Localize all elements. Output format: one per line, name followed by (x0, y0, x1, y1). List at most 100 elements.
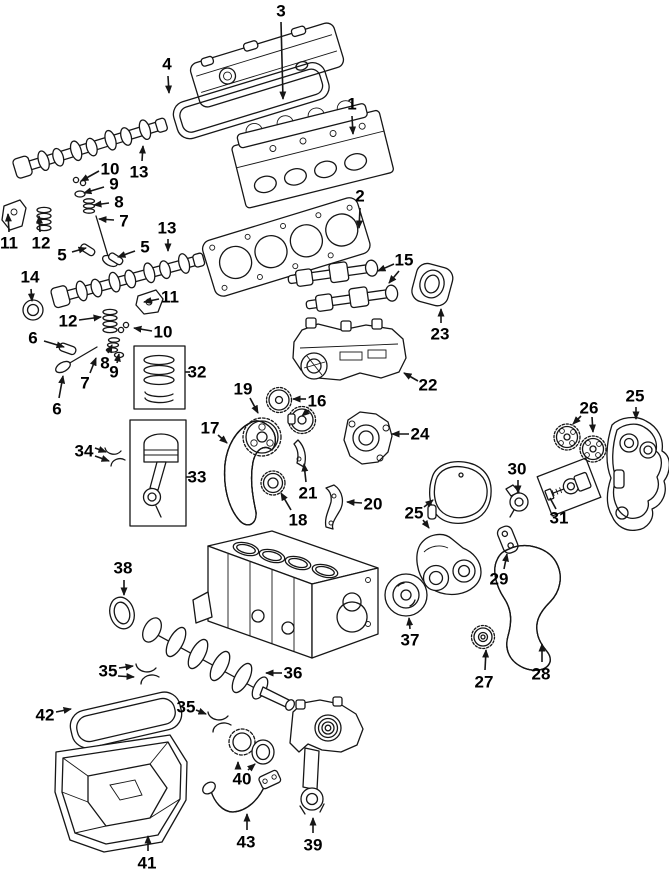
callout-19[interactable]: 19 (234, 380, 259, 414)
callout-number[interactable]: 23 (431, 325, 450, 344)
callout-number[interactable]: 13 (130, 163, 149, 182)
callout-25[interactable]: 25 (405, 499, 434, 529)
callout-number[interactable]: 27 (475, 673, 494, 692)
callout-number[interactable]: 29 (490, 570, 509, 589)
callout-number[interactable]: 5 (57, 246, 66, 265)
callout-number[interactable]: 8 (114, 193, 123, 212)
callout-number[interactable]: 25 (626, 387, 645, 406)
callout-13[interactable]: 13 (130, 145, 149, 182)
callout-7[interactable]: 7 (98, 212, 129, 231)
callout-number[interactable]: 7 (119, 212, 128, 231)
callout-number[interactable]: 31 (550, 509, 569, 528)
callout-number[interactable]: 35 (177, 698, 196, 717)
callout-10[interactable]: 10 (133, 323, 173, 342)
callout-number[interactable]: 1 (347, 95, 356, 114)
callout-32[interactable]: 32 (185, 363, 206, 382)
callout-number[interactable]: 35 (99, 662, 118, 681)
callout-5[interactable]: 5 (117, 238, 150, 258)
callout-30[interactable]: 30 (508, 460, 527, 494)
callout-number[interactable]: 19 (234, 380, 253, 399)
callout-1[interactable]: 1 (347, 95, 357, 135)
callout-15[interactable]: 15 (377, 251, 414, 284)
callout-number[interactable]: 25 (405, 504, 424, 523)
callout-29[interactable]: 29 (490, 553, 509, 589)
callout-number[interactable]: 16 (308, 392, 327, 411)
callout-14[interactable]: 14 (21, 268, 40, 302)
callout-number[interactable]: 28 (532, 665, 551, 684)
callout-16[interactable]: 16 (292, 392, 327, 417)
callout-number[interactable]: 15 (395, 251, 414, 270)
callout-41[interactable]: 41 (138, 835, 157, 873)
callout-number[interactable]: 5 (140, 238, 149, 257)
callout-34[interactable]: 34 (75, 442, 110, 462)
callout-2[interactable]: 2 (355, 187, 365, 229)
callout-number[interactable]: 38 (114, 559, 133, 578)
callout-8[interactable]: 8 (100, 344, 113, 373)
callout-11[interactable]: 11 (0, 213, 18, 253)
callout-number[interactable]: 34 (75, 442, 94, 461)
callout-number[interactable]: 40 (233, 770, 252, 789)
callout-13[interactable]: 13 (158, 219, 177, 252)
callout-number[interactable]: 9 (109, 175, 118, 194)
callout-number[interactable]: 39 (304, 836, 323, 855)
callout-number[interactable]: 33 (188, 468, 207, 487)
callout-25[interactable]: 25 (626, 387, 645, 420)
callout-20[interactable]: 20 (346, 495, 383, 514)
callout-number[interactable]: 12 (59, 312, 78, 331)
callout-43[interactable]: 43 (237, 813, 256, 852)
callout-number[interactable]: 4 (162, 55, 172, 74)
callout-number[interactable]: 8 (100, 354, 109, 373)
callout-42[interactable]: 42 (36, 706, 72, 725)
callout-31[interactable]: 31 (549, 497, 569, 528)
callout-9[interactable]: 9 (109, 353, 121, 382)
callout-5[interactable]: 5 (57, 246, 87, 265)
callout-36[interactable]: 36 (265, 664, 303, 683)
callout-17[interactable]: 17 (201, 419, 228, 444)
callout-number[interactable]: 3 (276, 2, 285, 21)
callout-7[interactable]: 7 (80, 357, 97, 393)
callout-number[interactable]: 41 (138, 854, 157, 873)
callout-number[interactable]: 11 (161, 288, 179, 307)
callout-number[interactable]: 22 (419, 376, 438, 395)
callout-33[interactable]: 33 (186, 468, 206, 487)
callout-37[interactable]: 37 (401, 617, 420, 650)
callout-39[interactable]: 39 (304, 817, 323, 855)
callout-21[interactable]: 21 (299, 463, 318, 503)
callout-number[interactable]: 11 (0, 234, 18, 253)
callout-number[interactable]: 24 (411, 425, 430, 444)
callout-number[interactable]: 14 (21, 268, 40, 287)
callout-27[interactable]: 27 (475, 649, 494, 692)
callout-40[interactable]: 40 (233, 761, 256, 789)
callout-9[interactable]: 9 (83, 175, 119, 195)
callout-number[interactable]: 18 (289, 511, 308, 530)
callout-number[interactable]: 7 (80, 374, 89, 393)
callout-number[interactable]: 12 (32, 234, 51, 253)
callout-28[interactable]: 28 (532, 643, 551, 684)
callout-35[interactable]: 35 (177, 698, 207, 717)
callout-number[interactable]: 6 (52, 400, 61, 419)
callout-number[interactable]: 32 (188, 363, 207, 382)
callout-number[interactable]: 20 (364, 495, 383, 514)
callout-6[interactable]: 6 (28, 329, 65, 349)
callout-3[interactable]: 3 (276, 2, 287, 100)
callout-number[interactable]: 10 (154, 323, 173, 342)
callout-number[interactable]: 17 (201, 419, 220, 438)
callout-number[interactable]: 21 (299, 484, 318, 503)
callout-35[interactable]: 35 (99, 662, 135, 681)
callout-number[interactable]: 10 (101, 160, 120, 179)
callout-4[interactable]: 4 (162, 55, 172, 94)
callout-18[interactable]: 18 (280, 492, 308, 530)
callout-26[interactable]: 26 (572, 399, 599, 433)
callout-number[interactable]: 6 (28, 329, 37, 348)
callout-number[interactable]: 36 (284, 664, 303, 683)
callout-6[interactable]: 6 (52, 375, 66, 419)
callout-number[interactable]: 43 (237, 833, 256, 852)
callout-number[interactable]: 26 (580, 399, 599, 418)
callout-38[interactable]: 38 (114, 559, 133, 596)
callout-10[interactable]: 10 (80, 160, 120, 182)
callout-number[interactable]: 13 (158, 219, 177, 238)
callout-24[interactable]: 24 (391, 425, 430, 444)
callout-22[interactable]: 22 (403, 372, 438, 395)
callout-number[interactable]: 30 (508, 460, 527, 479)
callout-12[interactable]: 12 (59, 312, 102, 331)
